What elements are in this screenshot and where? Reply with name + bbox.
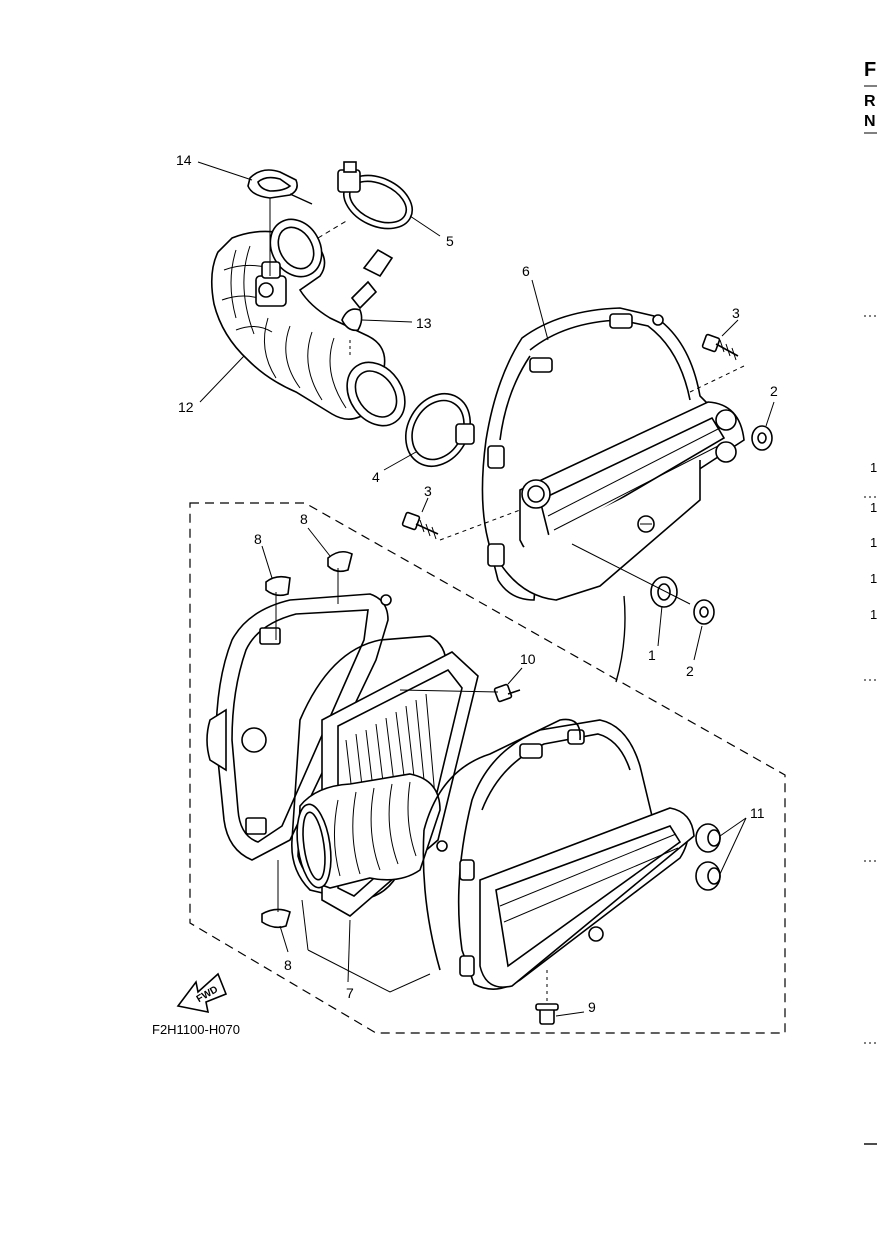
screw-part-3-lower [401,511,439,540]
drain-plug-part-9 [535,1003,559,1025]
callout-12: 12 [178,399,194,415]
subassembly-dashed-boundary [189,502,786,1034]
callout-9: 9 [588,999,596,1015]
callout-2-upper: 2 [770,383,778,399]
figure-code: F2H1100-H070 [152,1022,240,1037]
air-filter-element-part-7 [291,635,479,917]
callout-8-top-right: 8 [300,511,308,527]
edge-num: 1 [870,460,877,475]
case-half-left [206,593,392,861]
leader-lines [197,161,775,1017]
edge-num: 1 [870,607,877,622]
clip-part-8-bottom [261,908,291,929]
callout-8-bottom: 8 [284,957,292,973]
edge-letter-n: N [864,113,876,130]
screw-10-axis [399,689,499,693]
callout-7: 7 [346,985,354,1001]
hose-fitting-part-13 [341,248,394,358]
screw-part-10 [493,683,521,703]
callout-5: 5 [446,233,454,249]
callout-3-upper: 3 [732,305,740,321]
grommet-part-11-lower [695,861,721,891]
grommet-part-11-upper [695,823,721,853]
callout-13: 13 [416,315,432,331]
callout-6: 6 [522,263,530,279]
drain-hose-line [615,595,626,683]
grommet-part-1 [650,576,678,608]
screw-axis [689,365,745,393]
edge-num: 1 [870,535,877,550]
screw-axis [439,509,521,541]
callout-8-top-left: 8 [254,531,262,547]
callout-1: 1 [648,647,656,663]
gasket-loop-right-lower [422,829,441,971]
intake-joint-part-12 [210,218,406,427]
fwd-direction-arrow: FWD [176,972,228,1014]
screw-part-3-upper [701,333,739,361]
callout-14: 14 [176,152,192,168]
clip-part-8-top-left [265,575,291,597]
callout-3-lower: 3 [424,483,432,499]
edge-letter-f: F [864,59,876,81]
collar-part-2-upper [751,425,773,451]
leader-dashed [317,219,349,239]
clamp-part-4 [405,393,475,467]
callout-2-lower: 2 [686,663,694,679]
collar-part-2-lower [693,599,715,625]
air-cleaner-case-part-6 [481,307,745,601]
grommet-axis [571,543,691,605]
case-half-right [436,719,695,990]
hose-band-part-14 [247,169,313,205]
edge-num: 1 [870,500,877,515]
callout-numbers: 14 5 6 13 3 2 12 4 3 8 8 1 10 2 11 8 7 9 [176,152,778,1015]
right-edge-column: F R N 1 1 1 1 1 [864,59,877,1145]
gasket-loop-right [423,718,581,831]
edge-letter-r: R [864,93,876,110]
callout-10: 10 [520,651,536,667]
callout-11: 11 [750,805,765,821]
hose-clamp-part-5 [337,161,413,230]
callout-4: 4 [372,469,380,485]
clip-part-8-top-right [327,550,353,573]
edge-num: 1 [870,571,877,586]
